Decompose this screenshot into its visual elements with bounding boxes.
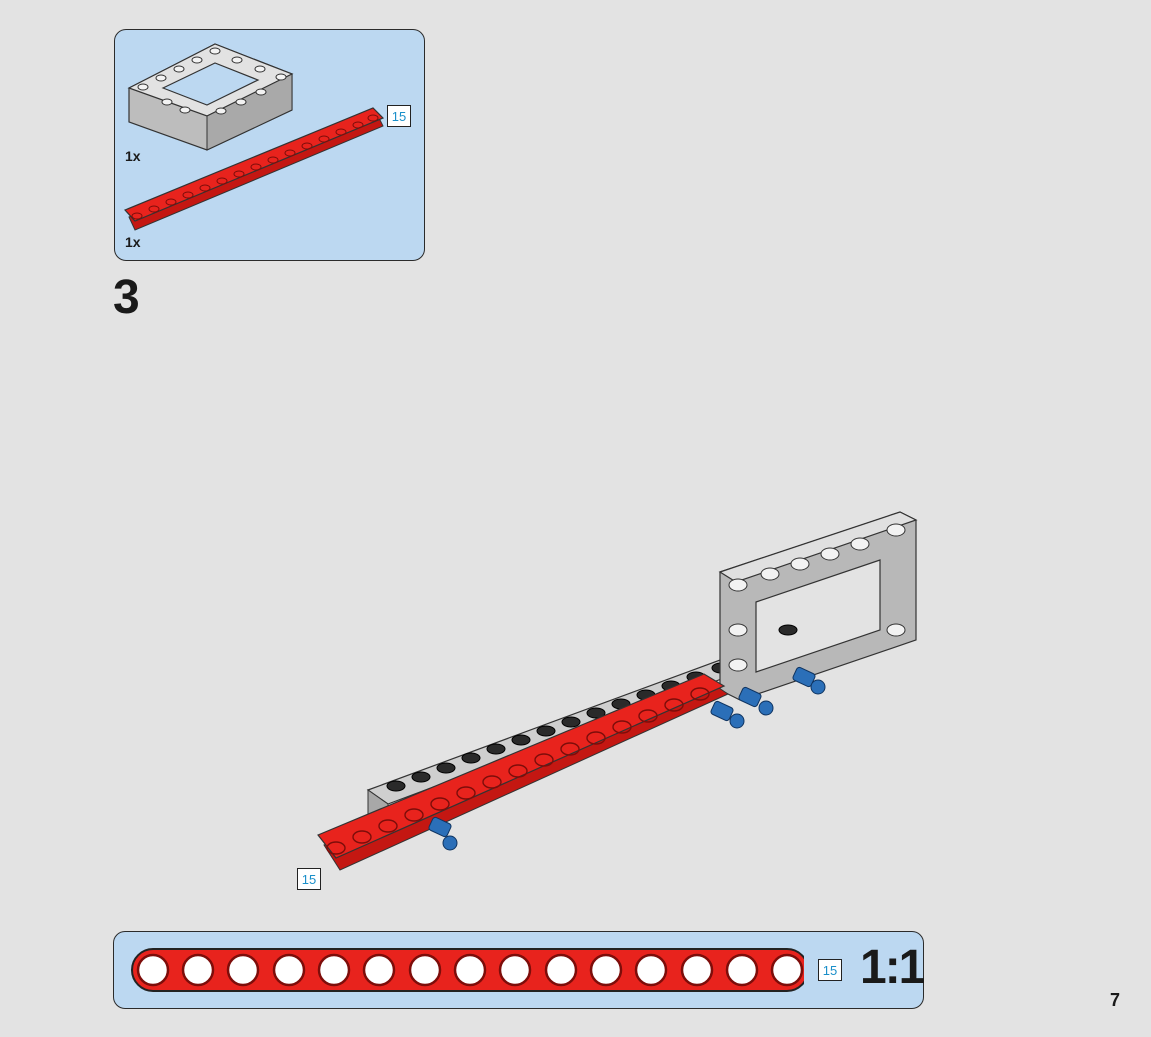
assembly-illustration <box>317 511 918 871</box>
scale-length-tag: 15 <box>818 959 842 981</box>
page-number: 7 <box>1110 990 1121 1010</box>
step-beam-length-tag: 15 <box>297 868 321 890</box>
beam-quantity: 1x <box>125 234 141 250</box>
frame-quantity: 1x <box>125 148 141 164</box>
scale-beam-illustration <box>131 948 804 992</box>
parts-callout: 1x 15 1x <box>114 29 425 261</box>
frame-part-illustration <box>127 43 294 151</box>
red-beam-part-illustration <box>123 107 385 231</box>
scale-ratio-label: 1:1 <box>860 941 925 994</box>
beam-length-tag: 15 <box>387 105 411 127</box>
scale-ruler-box: 15 1:1 <box>113 931 925 1009</box>
step-number: 3 <box>113 271 140 324</box>
